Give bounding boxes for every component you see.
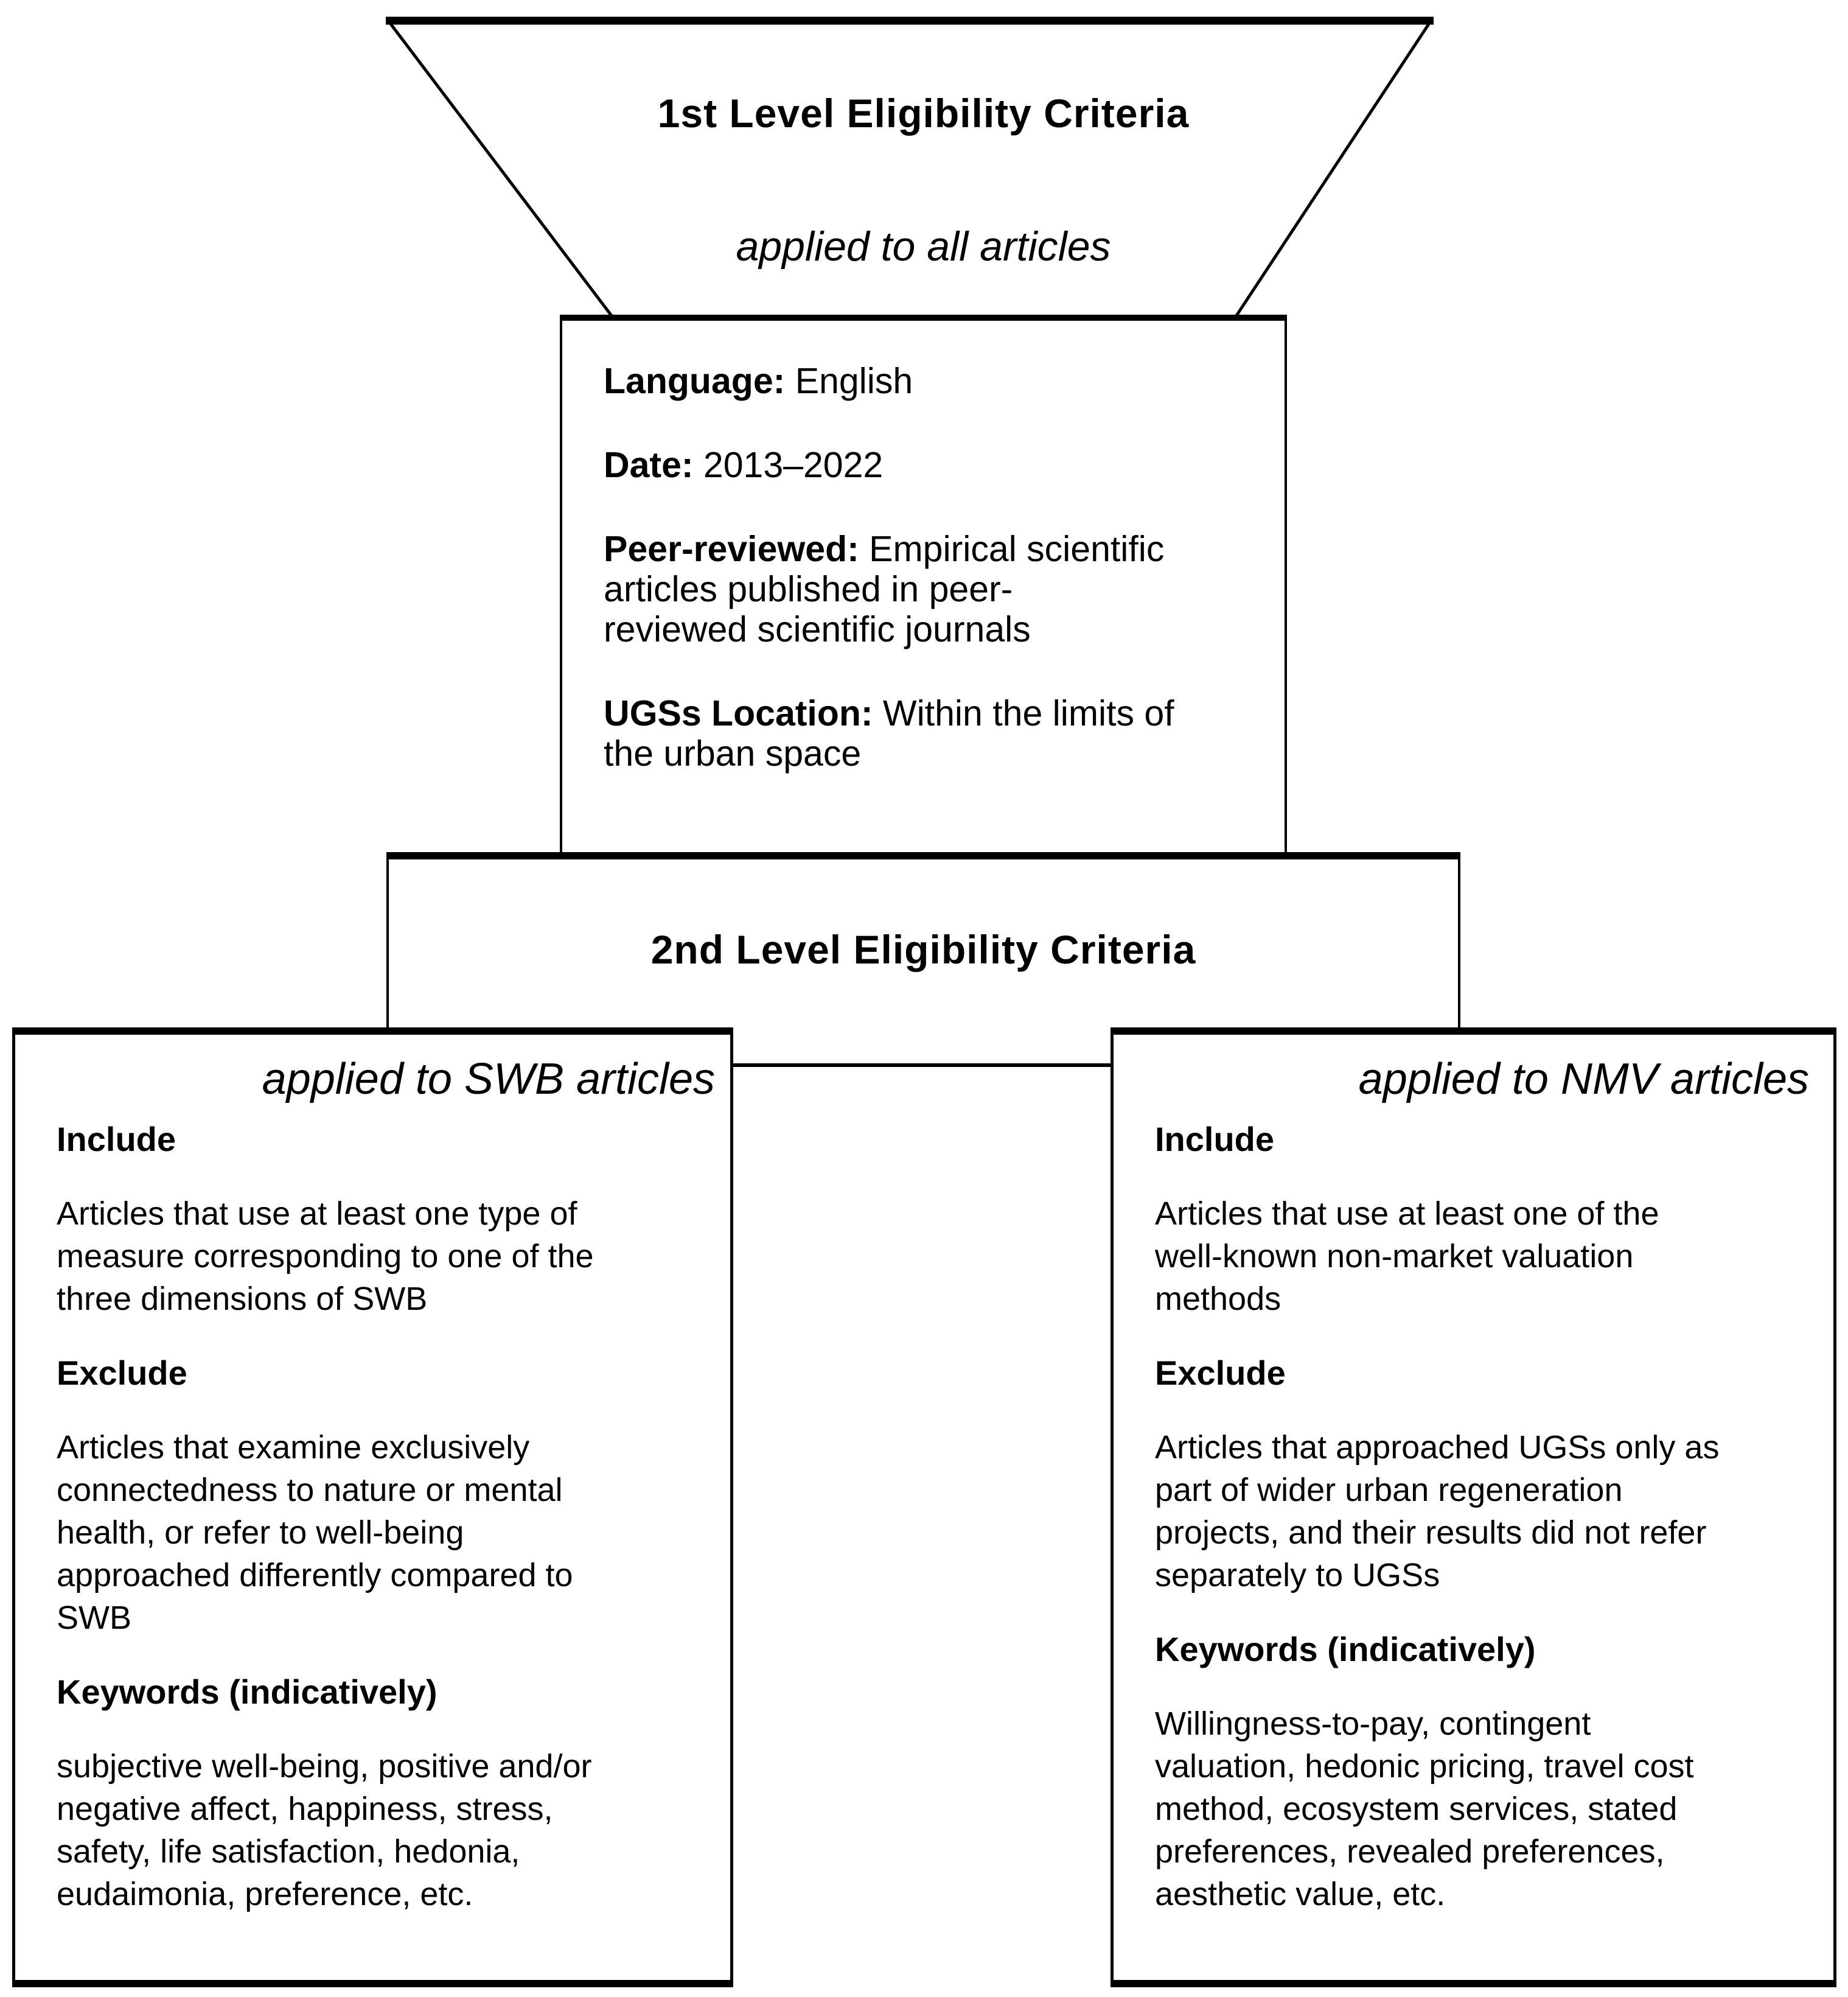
second-level-title: 2nd Level Eligibility Criteria <box>650 927 1196 972</box>
swb-subtitle: applied to SWB articles <box>262 1055 715 1103</box>
swb-exclude-heading: Exclude <box>57 1354 187 1392</box>
nmv-criteria-box: applied to NMV articles Include Articles… <box>1111 1027 1836 1987</box>
first-level-criteria-box: Language: English Date: 2013–2022 Peer-r… <box>560 315 1287 852</box>
first-level-title: 1st Level Eligibility Criteria <box>657 91 1190 136</box>
criterion-date-label: Date: <box>604 445 694 485</box>
nmv-keywords-heading: Keywords (indicatively) <box>1155 1630 1536 1668</box>
nmv-subtitle: applied to NMV articles <box>1358 1055 1809 1103</box>
criterion-language-value: English <box>785 361 913 401</box>
criterion-peer-reviewed: Peer-reviewed: Empirical scientific arti… <box>604 529 1260 649</box>
first-level-subtitle: applied to all articles <box>736 223 1111 270</box>
nmv-include-text: Articles that use at least one of the we… <box>1155 1195 1659 1317</box>
nmv-exclude-text: Articles that approached UGSs only as pa… <box>1155 1429 1720 1593</box>
criterion-ugss-location: UGSs Location: Within the limits of the … <box>604 693 1260 774</box>
criterion-ugss-location-label: UGSs Location: <box>604 693 873 733</box>
nmv-exclude-heading: Exclude <box>1155 1354 1286 1392</box>
criterion-date: Date: 2013–2022 <box>604 445 1260 485</box>
swb-keywords-text: subjective well-being, positive and/or n… <box>57 1748 592 1912</box>
swb-include-heading: Include <box>57 1120 176 1158</box>
swb-criteria-box: applied to SWB articles Include Articles… <box>12 1027 733 1987</box>
criterion-language-label: Language: <box>604 361 786 401</box>
funnel-right-side-line <box>1234 22 1431 318</box>
nmv-include-heading: Include <box>1155 1120 1275 1158</box>
criterion-peer-reviewed-label: Peer-reviewed: <box>604 529 859 569</box>
criterion-ugss-location-value: Within the limits of the urban space <box>604 693 1174 774</box>
criterion-peer-reviewed-value: Empirical scientific articles published … <box>604 529 1165 649</box>
criterion-date-value: 2013–2022 <box>693 445 884 485</box>
swb-keywords-heading: Keywords (indicatively) <box>57 1673 438 1711</box>
funnel-left-side-line <box>389 22 613 318</box>
swb-include-text: Articles that use at least one type of m… <box>57 1195 594 1317</box>
nmv-keywords-text: Willingness-to-pay, contingent valuation… <box>1155 1705 1694 1912</box>
swb-exclude-text: Articles that examine exclusively connec… <box>57 1429 573 1636</box>
criterion-language: Language: English <box>604 361 1260 401</box>
